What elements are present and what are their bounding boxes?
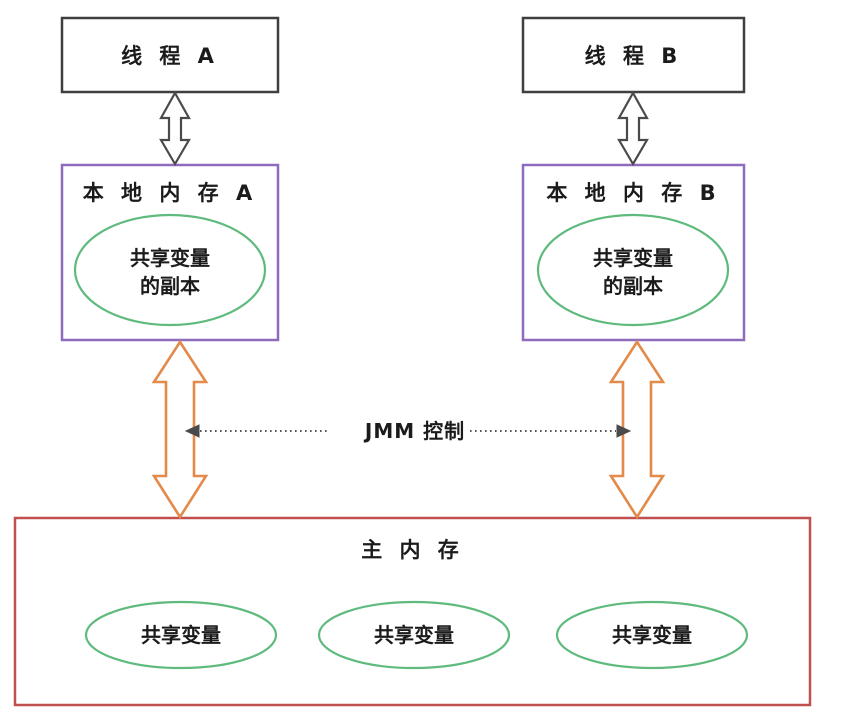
shared-variable-copy-ellipse-b [536, 213, 730, 327]
main-memory-variable-label-2: 共享变量 [374, 623, 454, 647]
main-memory-variable-ellipse-1 [84, 600, 278, 670]
shared-variable-copy-ellipse-a [73, 213, 267, 327]
thread-b-box [521, 16, 746, 94]
shared-variable-copy-b-line2: 的副本 [603, 274, 663, 298]
thread-a-box [60, 16, 280, 94]
local-b-to-main-arrow [608, 339, 666, 520]
thread-b-label: 线 程 B [584, 44, 683, 68]
main-memory-variable-label-3: 共享变量 [612, 623, 692, 647]
shared-variable-copy-b-line1: 共享变量 [593, 246, 673, 270]
main-memory-variable-ellipse-2 [317, 600, 511, 670]
thread-a-to-local-a-arrow [159, 90, 191, 167]
local-memory-b-label: 本 地 内 存 B [546, 181, 721, 205]
thread-a-label: 线 程 A [121, 44, 219, 68]
main-memory-label: 主 内 存 [361, 538, 464, 562]
thread-b-to-local-b-arrow [617, 90, 649, 167]
jmm-control-label: JMM 控制 [364, 419, 466, 443]
jmm-control-arrowhead-left [184, 424, 200, 438]
jmm-control-arrowhead-right [616, 424, 632, 438]
shared-variable-copy-a-line2: 的副本 [140, 274, 200, 298]
shared-variable-copy-a-line1: 共享变量 [130, 246, 210, 270]
main-memory-variable-label-1: 共享变量 [141, 623, 221, 647]
main-memory-variable-ellipse-3 [555, 600, 749, 670]
local-a-to-main-arrow [151, 339, 209, 520]
local-memory-a-label: 本 地 内 存 A [82, 181, 258, 205]
